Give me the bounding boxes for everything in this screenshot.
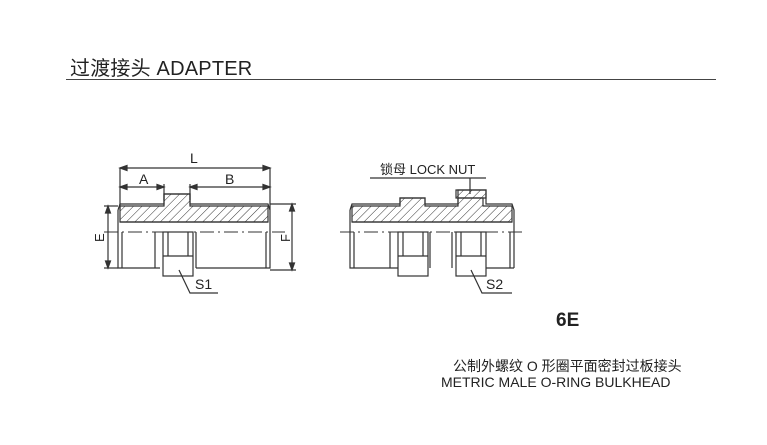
label-s1: S1 <box>195 276 212 292</box>
label-e: E <box>92 233 107 242</box>
lock-nut <box>455 189 487 199</box>
label-f: F <box>278 234 293 242</box>
dimension-b <box>188 183 272 200</box>
adapter-drawing-left <box>104 164 296 294</box>
leader-s2 <box>470 269 512 294</box>
label-s2: S2 <box>486 276 503 292</box>
leader-s1 <box>178 269 218 294</box>
hex-flat-body <box>397 231 429 277</box>
page-title: 过渡接头 ADAPTER <box>70 58 253 80</box>
bulkhead-drawing-right <box>340 177 525 294</box>
label-a: A <box>139 171 149 187</box>
dimension-l <box>118 164 272 210</box>
label-b: B <box>225 171 234 187</box>
hex-flat-s1 <box>162 231 194 277</box>
dimension-e <box>104 204 118 270</box>
section-hatch-right <box>351 197 513 223</box>
product-code: 6E <box>556 310 580 331</box>
label-l: L <box>190 150 198 166</box>
product-name-cn: 公制外螺纹 O 形圈平面密封过板接头 <box>453 358 682 374</box>
dimension-f <box>270 202 296 272</box>
label-lock-nut: 锁母 LOCK NUT <box>380 162 475 177</box>
title-underline <box>66 79 716 80</box>
product-name-en: METRIC MALE O-RING BULKHEAD <box>441 374 671 390</box>
hex-flat-s2 <box>455 231 487 277</box>
section-hatch-left <box>119 193 269 223</box>
